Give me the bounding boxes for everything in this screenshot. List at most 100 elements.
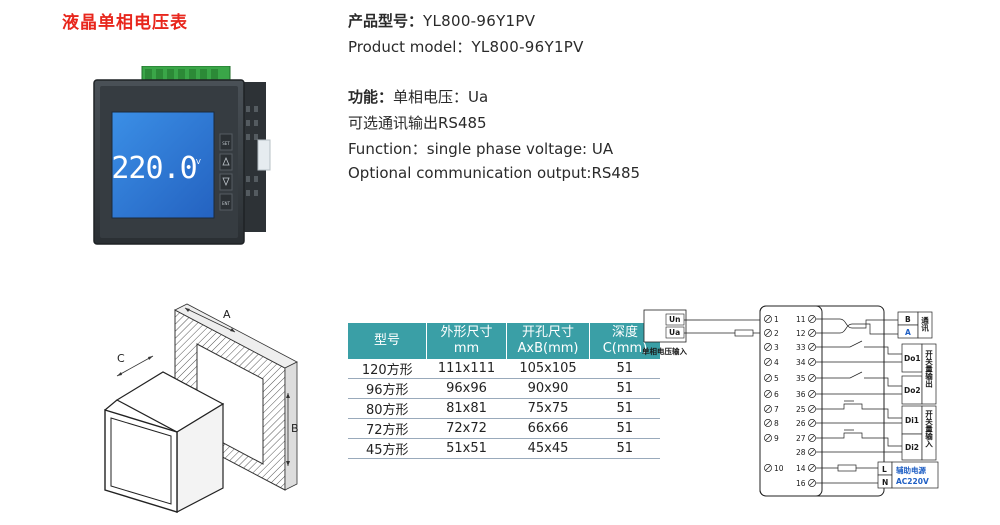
page-title: 液晶单相电压表	[62, 13, 188, 33]
di-label: 开关量输入	[924, 410, 933, 448]
table-cell: 81x81	[426, 398, 507, 419]
terminal-5: 5	[774, 374, 779, 383]
right-terminals: 11 12 33 34 35 36 25 26 27 28 14 16	[796, 315, 816, 488]
table-cell: 66x66	[506, 418, 590, 439]
terminal-7: 7	[774, 405, 779, 414]
table-cell: 45方形	[348, 438, 427, 459]
dimension-drawing: A B C	[104, 303, 299, 513]
table-cell: 90x90	[506, 378, 590, 399]
spec-optional-en: Optional communication output:RS485	[348, 164, 641, 182]
table-cell: 51x51	[426, 438, 507, 459]
meter-ent-label: ENT	[222, 201, 231, 206]
meter-unit: V	[196, 158, 201, 166]
table-header-model: 型号	[348, 323, 427, 359]
do2-label: Do2	[904, 386, 921, 395]
power-l-label: L	[882, 465, 887, 474]
dim-label-b: B	[291, 422, 299, 435]
table-cell: 80方形	[348, 398, 427, 419]
terminal-11: 11	[796, 315, 806, 324]
di1-label: Di1	[905, 416, 919, 425]
terminal-16: 16	[796, 479, 806, 488]
terminal-1: 1	[774, 315, 779, 324]
down-arrow-icon	[222, 177, 230, 187]
terminal-12: 12	[796, 329, 806, 338]
terminal-35: 35	[796, 374, 806, 383]
di2-label: Di2	[905, 443, 919, 452]
spec-function-cn-value: 单相电压：Ua	[393, 88, 489, 106]
spec-model-en-value: YL800-96Y1PV	[471, 38, 584, 56]
terminal-14: 14	[796, 464, 806, 473]
spec-function-en: Function：single phase voltage: UA	[348, 140, 614, 158]
terminal-25: 25	[796, 405, 806, 414]
header-outline-label: 外形尺寸	[440, 325, 493, 340]
aux-power-label: 辅助电源	[896, 465, 926, 475]
spec-model-cn: 产品型号：YL800-96Y1PV	[348, 10, 535, 31]
header-depth-label: 深度	[611, 325, 638, 340]
dim-label-a: A	[223, 308, 231, 321]
spec-function-cn: 功能：单相电压：Ua	[348, 86, 488, 107]
table-cell: 51	[589, 438, 660, 459]
spec-model-en: Product model：YL800-96Y1PV	[348, 36, 584, 57]
power-n-label: N	[882, 478, 888, 487]
header-model-label: 型号	[373, 333, 400, 348]
table-cell: 111x111	[426, 359, 507, 379]
meter-set-label: SET	[222, 141, 230, 146]
terminal-28: 28	[796, 448, 806, 457]
terminal-33: 33	[796, 343, 806, 352]
meter-reading: 220.0	[111, 151, 196, 186]
table-row: 80方形 81x81 75x75 51	[348, 398, 660, 419]
spec-function-cn-label: 功能：	[348, 88, 394, 106]
terminal-8: 8	[774, 419, 779, 428]
comm-b-label: B	[905, 315, 911, 324]
table-row: 120方形 111x111 105x105 51	[348, 359, 660, 379]
table-cell: 72方形	[348, 418, 427, 439]
table-cell: 105x105	[506, 359, 590, 379]
wiring-un-label: Un	[669, 315, 680, 324]
aux-power-value: AC220V	[896, 477, 929, 486]
wiring-input-label: 单相电压输入	[642, 346, 687, 356]
terminal-2: 2	[774, 329, 779, 338]
table-cell: 45x45	[506, 438, 590, 459]
terminal-26: 26	[796, 419, 806, 428]
spec-model-cn-label: 产品型号：	[348, 12, 424, 30]
header-cutout-unit: AxB(mm)	[517, 341, 579, 356]
table-cell: 120方形	[348, 359, 427, 379]
table-cell: 51	[589, 378, 660, 399]
spec-model-en-label: Product model：	[348, 38, 472, 56]
terminal-27: 27	[796, 434, 806, 443]
table-cell: 96x96	[426, 378, 507, 399]
table-row: 96方形 96x96 90x90 51	[348, 378, 660, 399]
terminal-9: 9	[774, 434, 779, 443]
terminal-36: 36	[796, 390, 806, 399]
header-outline-unit: mm	[453, 341, 480, 356]
dim-label-c: C	[117, 352, 125, 365]
do1-label: Do1	[904, 354, 921, 363]
meter-product-image: 220.0 V SET ENT	[93, 66, 271, 245]
spec-optional-cn: 可选通讯输出RS485	[348, 114, 487, 132]
up-arrow-icon	[222, 156, 230, 166]
spec-model-cn-value: YL800-96Y1PV	[423, 12, 536, 30]
comm-a-label: A	[905, 328, 911, 337]
table-row: 45方形 51x51 45x45 51	[348, 438, 660, 459]
terminal-10: 10	[774, 464, 784, 473]
wiring-diagram: Un Ua 单相电压输入 1 2 3 4 5 6 7 8 9 10 11 12 …	[642, 305, 939, 497]
left-terminals: 1 2 3 4 5 6 7 8 9 10	[764, 315, 784, 473]
table-cell: 51	[589, 359, 660, 379]
terminal-6: 6	[774, 390, 779, 399]
do-label: 开关量输出	[924, 350, 933, 389]
terminal-34: 34	[796, 358, 806, 367]
meter-buttons: SET ENT	[219, 133, 233, 211]
terminal-4: 4	[774, 358, 779, 367]
table-cell: 51	[589, 418, 660, 439]
header-cutout-label: 开孔尺寸	[521, 325, 574, 340]
header-depth-unit: C(mm)	[602, 341, 648, 356]
table-cell: 75x75	[506, 398, 590, 419]
table-cell: 72x72	[426, 418, 507, 439]
terminal-3: 3	[774, 343, 779, 352]
table-cell: 96方形	[348, 378, 427, 399]
comm-label: 通讯	[920, 315, 929, 333]
